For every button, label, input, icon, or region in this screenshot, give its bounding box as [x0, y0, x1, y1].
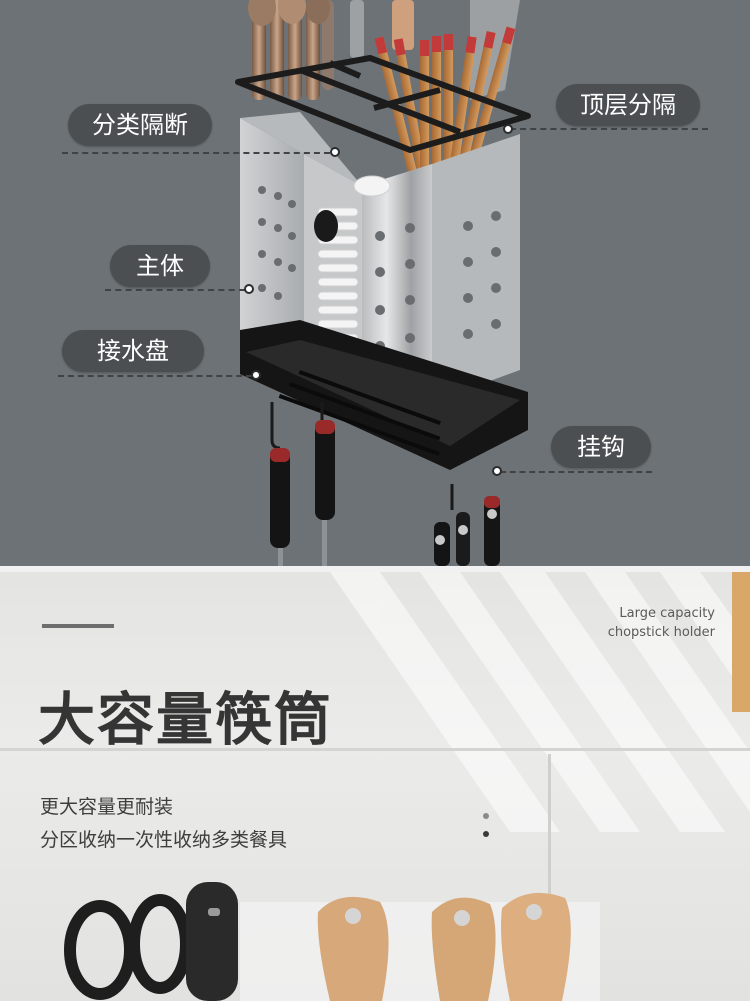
- callout-hooks-label: 挂钩: [577, 433, 625, 461]
- marker-top-layer: [503, 124, 513, 134]
- knife-handle-black: [186, 882, 238, 1001]
- headline: 大容量筷筒: [38, 687, 333, 753]
- spoons: [248, 0, 334, 100]
- knife-handle: [350, 0, 364, 58]
- marker-hooks: [492, 466, 502, 476]
- black-spoon: [314, 210, 338, 242]
- marker-body: [244, 284, 254, 294]
- callout-divider: 分类隔断: [68, 104, 212, 146]
- scissors: [64, 894, 192, 1000]
- description-line-2: 分区收纳一次性收纳多类餐具: [40, 829, 288, 851]
- sunlight-stripes: [330, 572, 750, 832]
- leader-drip-tray: [58, 375, 252, 377]
- section-divider: [0, 566, 750, 572]
- hanging-tools-left: [270, 402, 335, 566]
- leader-top-layer: [510, 128, 708, 130]
- capacity-banner: Large capacity chopstick holder 大容量筷筒 更大…: [0, 572, 750, 1001]
- leader-body: [105, 289, 245, 291]
- top-frame: [235, 55, 531, 153]
- callout-top-layer-label: 顶层分隔: [580, 91, 676, 119]
- product-anatomy-panel: 分类隔断 顶层分隔 主体 接水盘 挂钩: [0, 0, 750, 566]
- english-caption-line-2: chopstick holder: [607, 625, 715, 640]
- cabinet-seam: [548, 754, 551, 1001]
- wooden-handles: [317, 892, 571, 1001]
- drip-tray-shape: [240, 320, 528, 470]
- spatula: [392, 0, 414, 50]
- hanging-tools-right: [434, 484, 500, 566]
- cabinet-dot: [483, 813, 489, 819]
- marker-divider: [330, 147, 340, 157]
- callout-body: 主体: [110, 245, 210, 287]
- cabinet-dot: [483, 831, 489, 837]
- leader-hooks: [500, 471, 652, 473]
- leader-divider: [62, 152, 330, 154]
- callout-hooks: 挂钩: [551, 426, 651, 468]
- product-illustration: [235, 0, 531, 566]
- callout-drip-tray: 接水盘: [62, 330, 204, 372]
- marker-drip-tray: [251, 370, 261, 380]
- heart-cutouts: [258, 186, 501, 351]
- callout-body-label: 主体: [136, 252, 184, 280]
- english-caption-line-1: Large capacity: [619, 606, 715, 621]
- accent-bar: [42, 624, 114, 628]
- description-line-1: 更大容量更耐装: [40, 796, 174, 818]
- callout-divider-label: 分类隔断: [92, 111, 188, 139]
- kitchen-scene: [0, 572, 750, 1001]
- wood-edge: [732, 572, 750, 712]
- callout-drip-tray-label: 接水盘: [97, 337, 169, 365]
- shelf-line: [0, 748, 750, 751]
- callout-top-layer: 顶层分隔: [556, 84, 700, 126]
